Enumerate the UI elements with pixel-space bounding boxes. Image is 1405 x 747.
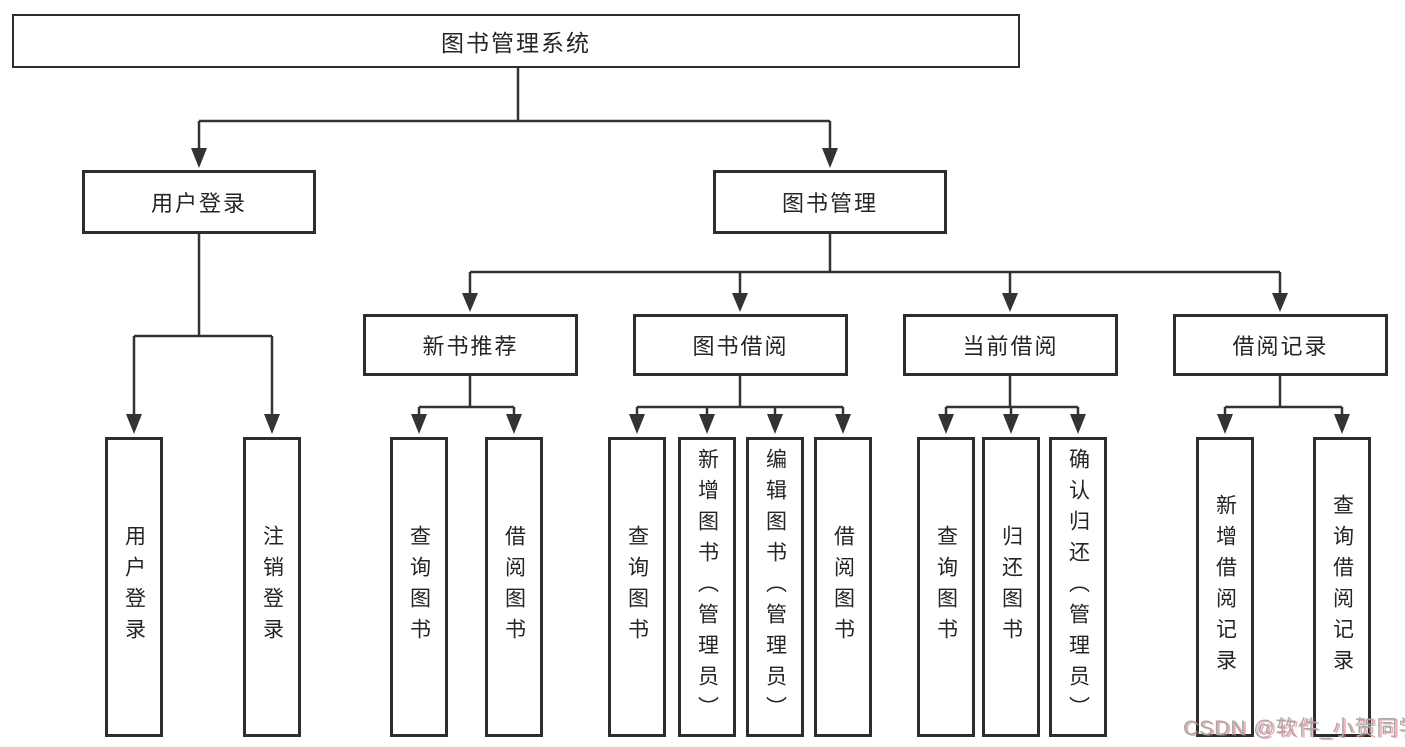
leaf-confirm-return-admin: 确认归还（管理员） <box>1049 437 1107 737</box>
leaf-query-books-recommend: 查询图书 <box>390 437 448 737</box>
leaf-logout: 注销登录 <box>243 437 301 737</box>
node-book-borrow: 图书借阅 <box>633 314 848 376</box>
leaf-add-books-admin: 新增图书（管理员） <box>678 437 736 737</box>
leaf-borrow-books: 借阅图书 <box>814 437 872 737</box>
node-root: 图书管理系统 <box>12 14 1020 68</box>
node-borrow-records: 借阅记录 <box>1173 314 1388 376</box>
node-new-book-recommend: 新书推荐 <box>363 314 578 376</box>
watermark: CSDN @软件_小贺同学 <box>1183 717 1405 740</box>
leaf-query-borrow-record: 查询借阅记录 <box>1313 437 1371 737</box>
leaf-add-borrow-record: 新增借阅记录 <box>1196 437 1254 737</box>
leaf-user-login: 用户登录 <box>105 437 163 737</box>
leaf-borrow-books-recommend: 借阅图书 <box>485 437 543 737</box>
leaf-query-books-borrow: 查询图书 <box>608 437 666 737</box>
node-book-management: 图书管理 <box>713 170 947 234</box>
node-current-borrow: 当前借阅 <box>903 314 1118 376</box>
node-user-login: 用户登录 <box>82 170 316 234</box>
leaf-edit-books-admin: 编辑图书（管理员） <box>746 437 804 737</box>
leaf-query-books-current: 查询图书 <box>917 437 975 737</box>
leaf-return-books: 归还图书 <box>982 437 1040 737</box>
